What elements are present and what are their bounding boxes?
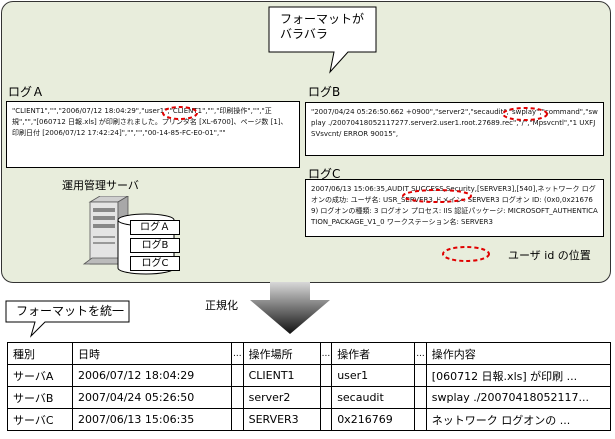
log-b-content: "2007/04/24 05:26:50.662 +0900","server2…: [305, 102, 604, 156]
user-id-highlight-log-c: [402, 189, 472, 203]
cell-gap: [414, 386, 427, 409]
cell-type: サーバA: [7, 364, 73, 387]
table-row: サーバB 2007/04/24 05:26:50 server2 secaudi…: [7, 386, 612, 409]
db-log-a: ログＡ: [130, 220, 180, 235]
server-caption: 運用管理サーバ: [62, 179, 139, 192]
cell-operation: [060712 日報.xls] が印刷 ...: [425, 364, 612, 387]
col-header-datetime: 日時: [72, 342, 232, 365]
log-c-title: ログC: [308, 167, 341, 181]
cell-gap: [319, 364, 333, 387]
col-header-type: 種別: [7, 342, 73, 365]
legend-highlight-sample: [442, 246, 490, 262]
col-gap: ...: [414, 342, 427, 365]
callout-unify-format: フォーマットを統一: [16, 304, 125, 318]
cell-datetime: 2006/07/12 18:04:29: [72, 364, 232, 387]
cell-location: SERVER3: [242, 408, 321, 431]
col-header-operation: 操作内容: [425, 342, 612, 365]
cell-gap: [231, 364, 244, 387]
cell-location: CLIENT1: [242, 364, 321, 387]
cell-datetime: 2007/06/13 15:06:35: [72, 408, 232, 431]
cell-gap: [319, 408, 333, 431]
cell-type: サーバC: [7, 408, 73, 431]
callout-format-scattered: フォーマットが バラバラ: [280, 12, 365, 41]
cell-gap: [414, 408, 427, 431]
cell-gap: [319, 386, 333, 409]
log-b-title: ログB: [308, 85, 341, 99]
cell-operator: user1: [331, 364, 416, 387]
cell-gap: [231, 386, 244, 409]
col-header-operator: 操作者: [331, 342, 416, 365]
normalize-label: 正規化: [205, 299, 238, 312]
col-header-location: 操作場所: [242, 342, 321, 365]
cell-gap: [231, 408, 244, 431]
cell-operator: 0x216769: [331, 408, 416, 431]
col-gap: ...: [319, 342, 333, 365]
cell-operation: swplay ./20070418052117...: [425, 386, 612, 409]
cell-location: server2: [242, 386, 321, 409]
cell-operation: ネットワーク ログオンの ...: [425, 408, 612, 431]
legend-user-id-position: ユーザ id の位置: [508, 249, 591, 262]
cell-operator: secaudit: [331, 386, 416, 409]
user-id-highlight-log-a: [162, 106, 198, 120]
log-a-content: "CLIENT1","","2006/07/12 18:04:29","user…: [6, 101, 300, 168]
cell-gap: [414, 364, 427, 387]
table-header-row: 種別 日時 ... 操作場所 ... 操作者 ... 操作内容: [7, 342, 612, 365]
db-log-b: ログB: [130, 238, 180, 253]
normalize-arrow: [250, 282, 330, 334]
normalized-table: 種別 日時 ... 操作場所 ... 操作者 ... 操作内容 サーバA 200…: [7, 342, 612, 431]
log-c-content: 2007/06/13 15:06:35,AUDIT SUCCESS,Securi…: [305, 179, 604, 237]
callout-top-shape: [268, 6, 377, 74]
table-row: サーバC 2007/06/13 15:06:35 SERVER3 0x21676…: [7, 408, 612, 431]
col-gap: ...: [231, 342, 244, 365]
table-row: サーバA 2006/07/12 18:04:29 CLIENT1 user1 […: [7, 364, 612, 387]
user-id-highlight-log-b: [502, 107, 548, 121]
db-log-c: ログC: [130, 256, 180, 271]
callout-bottom-shape: [5, 300, 130, 338]
cell-type: サーバB: [7, 386, 73, 409]
cell-datetime: 2007/04/24 05:26:50: [72, 386, 232, 409]
log-a-title: ログＡ: [8, 85, 45, 99]
